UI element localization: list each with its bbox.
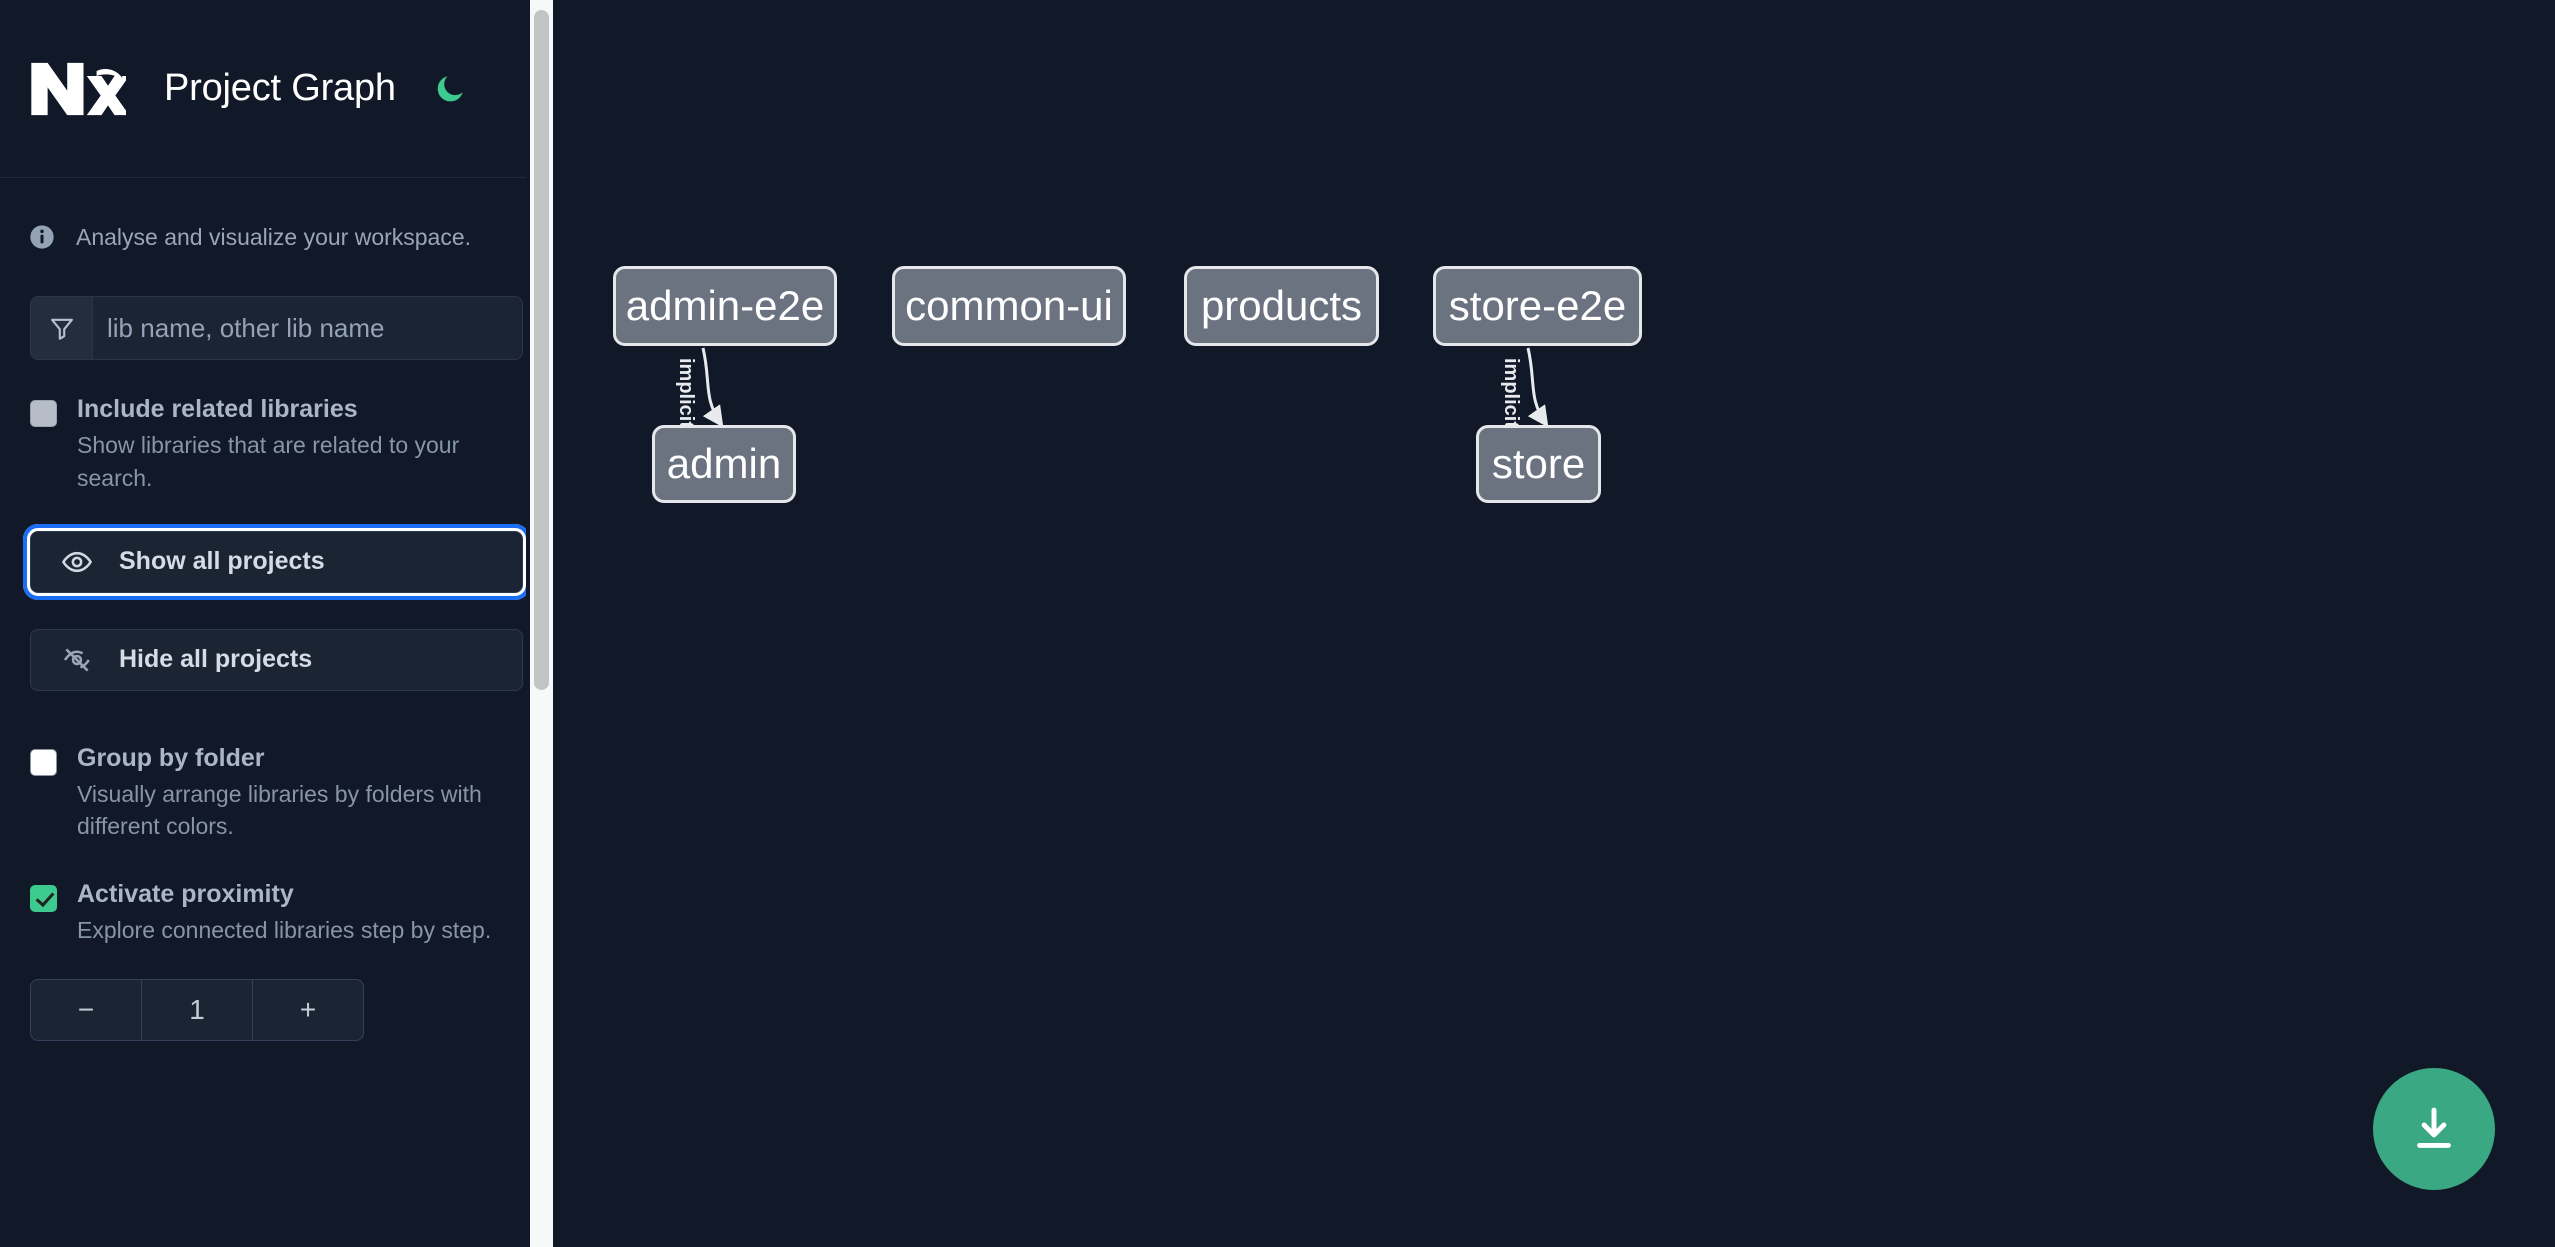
eye-slash-icon [61, 644, 101, 676]
page-title: Project Graph [164, 67, 396, 109]
option-activate-proximity[interactable]: Activate proximity Explore connected lib… [0, 843, 553, 947]
nx-logo [28, 58, 130, 120]
download-button[interactable] [2373, 1068, 2495, 1190]
graph-node-label: admin [666, 440, 782, 487]
hide-all-projects-label: Hide all projects [119, 645, 313, 674]
moon-icon[interactable] [429, 68, 471, 110]
filter-search-box[interactable] [30, 296, 523, 360]
graph-node-admin[interactable]: admin [652, 425, 796, 503]
spacer-1 [0, 495, 553, 531]
search-input[interactable] [93, 297, 522, 359]
group-by-folder-label: Group by folder [77, 743, 265, 772]
option-group-by-folder[interactable]: Group by folder Visually arrange librari… [0, 691, 553, 844]
sidebar: Project Graph Analyse and visualize your… [0, 0, 553, 1247]
activate-proximity-checkbox[interactable] [30, 885, 57, 913]
activate-proximity-label: Activate proximity [77, 880, 294, 909]
proximity-stepper[interactable]: − 1 + [30, 979, 364, 1042]
spacer-3 [0, 947, 553, 979]
graph-edge-label-admin: implicit [675, 358, 697, 429]
graph-node-label: products [1200, 282, 1363, 329]
tagline-text: Analyse and visualize your workspace. [76, 223, 472, 250]
sidebar-content: Project Graph Analyse and visualize your… [0, 0, 553, 1042]
sidebar-scrollbar-thumb[interactable] [534, 10, 549, 690]
show-all-projects-button[interactable]: Show all projects [23, 523, 530, 600]
graph-node-label: store [1491, 440, 1586, 487]
hide-all-projects-button[interactable]: Hide all projects [30, 628, 523, 691]
graph-node-store-e2e[interactable]: store-e2e [1433, 266, 1642, 346]
proximity-increment-button[interactable]: + [252, 980, 363, 1041]
info-icon [28, 223, 56, 251]
eye-icon [61, 546, 101, 578]
activate-proximity-description: Explore connected libraries step by step… [77, 917, 492, 944]
include-related-libraries-checkbox[interactable] [30, 400, 57, 427]
sidebar-header: Project Graph [0, 0, 553, 178]
funnel-icon [31, 297, 93, 359]
proximity-value: 1 [141, 980, 252, 1041]
graph-node-label: common-ui [905, 282, 1113, 329]
download-icon [2417, 1107, 2451, 1148]
include-related-libraries-label: Include related libraries [77, 395, 358, 423]
graph-edges [701, 347, 1549, 428]
graph-node-admin-e2e[interactable]: admin-e2e [613, 266, 837, 346]
proximity-decrement-button[interactable]: − [77, 994, 95, 1026]
sidebar-divider [526, 0, 530, 1247]
spacer-2 [0, 593, 553, 629]
graph-node-label: store-e2e [1448, 282, 1627, 329]
graph-node-products[interactable]: products [1184, 266, 1379, 346]
group-by-folder-checkbox[interactable] [30, 748, 57, 776]
group-by-folder-description: Visually arrange libraries by folders wi… [77, 780, 482, 840]
graph-node-store[interactable]: store [1476, 425, 1601, 503]
graph-edge-label-store: implicit [1500, 358, 1522, 429]
graph-node-label: admin-e2e [625, 282, 825, 329]
graph-node-common-ui[interactable]: common-ui [892, 266, 1126, 346]
show-all-projects-label: Show all projects [119, 547, 325, 576]
include-related-libraries-description: Show libraries that are related to your … [77, 432, 460, 491]
workspace-tagline: Analyse and visualize your workspace. [0, 178, 553, 296]
sidebar-scrollbar[interactable] [530, 0, 553, 1247]
option-include-related-libraries[interactable]: Include related libraries Show libraries… [0, 360, 553, 495]
project-graph-canvas[interactable]: admin-e2e common-ui products store-e2e a… [553, 0, 2555, 1247]
